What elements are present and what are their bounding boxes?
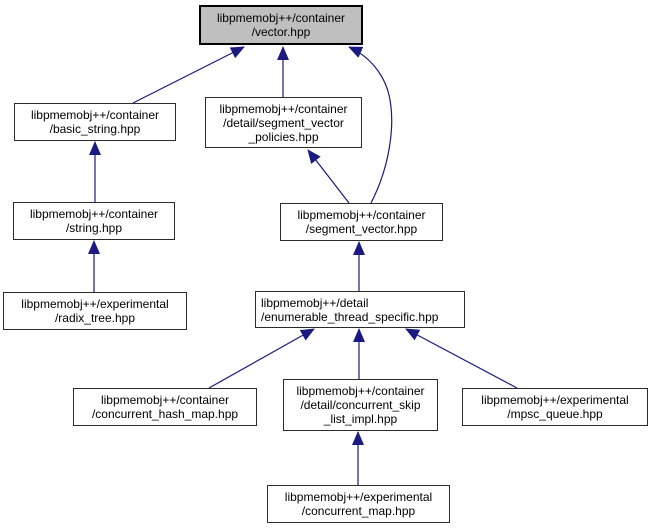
graph-node-concurrent-map-hpp[interactable]: libpmemobj++/experimental /concurrent_ma… — [267, 485, 450, 523]
graph-node-string-hpp[interactable]: libpmemobj++/container /string.hpp — [13, 202, 175, 240]
graph-node-mpsc-queue-hpp[interactable]: libpmemobj++/experimental /mpsc_queue.hp… — [462, 388, 648, 426]
graph-node-basic-string-hpp[interactable]: libpmemobj++/container /basic_string.hpp — [14, 103, 176, 141]
graph-node-concurrent-skip-list-impl-hpp[interactable]: libpmemobj++/container /detail/concurren… — [283, 379, 438, 431]
edge-concurrent-hash-map-to-enumerable-thread-specific — [208, 328, 315, 389]
edge-basic-string-to-vector — [132, 46, 245, 104]
edge-segment-vector-to-vector — [348, 46, 393, 204]
graph-node-radix-tree-hpp[interactable]: libpmemobj++/experimental /radix_tree.hp… — [3, 292, 187, 330]
edge-segment-vector-to-segment-vector-policies — [307, 149, 350, 204]
edge-mpsc-queue-to-enumerable-thread-specific — [405, 328, 518, 389]
graph-node-segment-vector-hpp[interactable]: libpmemobj++/container /segment_vector.h… — [280, 203, 443, 241]
graph-node-vector-hpp[interactable]: libpmemobj++/container /vector.hpp — [199, 5, 363, 45]
graph-node-segment-vector-policies-hpp[interactable]: libpmemobj++/container /detail/segment_v… — [205, 97, 362, 148]
graph-node-concurrent-hash-map-hpp[interactable]: libpmemobj++/container /concurrent_hash_… — [73, 388, 257, 426]
graph-node-enumerable-thread-specific-hpp[interactable]: libpmemobj++/detail /enumerable_thread_s… — [255, 291, 465, 328]
